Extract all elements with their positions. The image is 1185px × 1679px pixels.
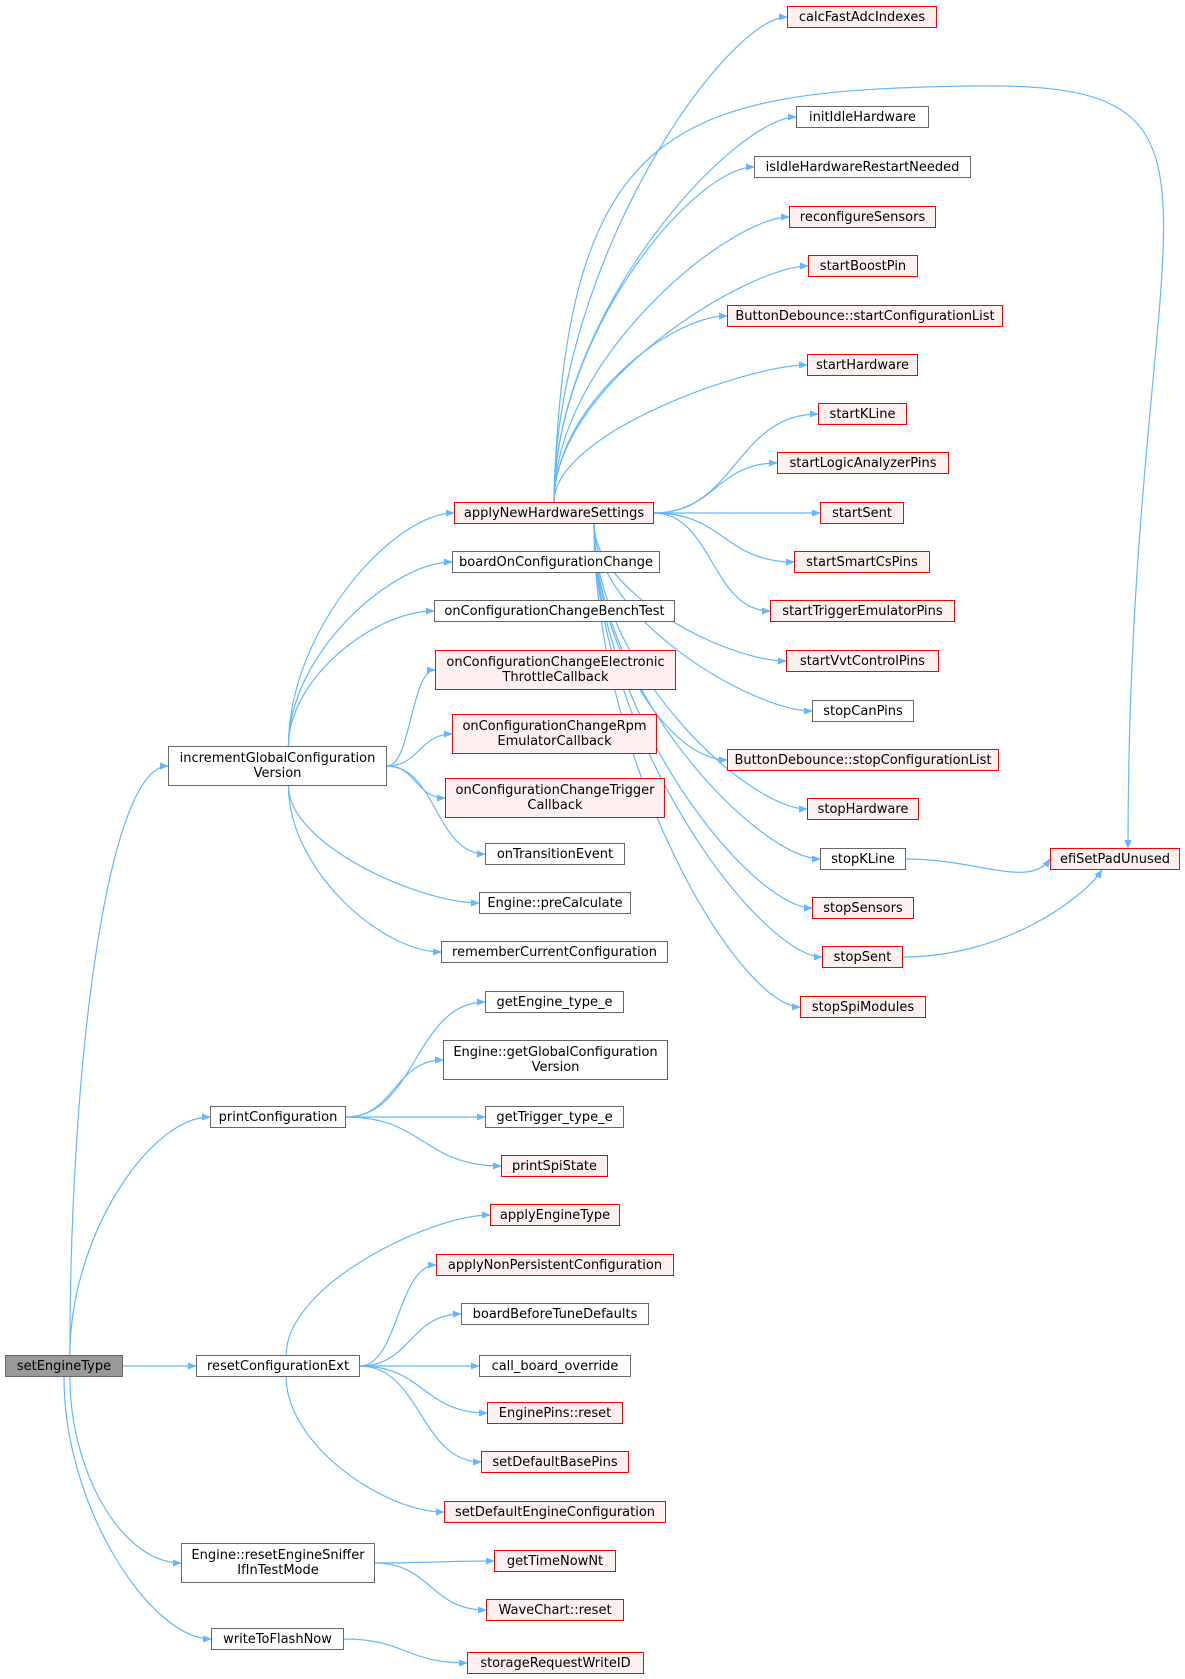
- node-efiSetPadUnused[interactable]: efiSetPadUnused: [1050, 848, 1180, 870]
- edge-applyNewHardwareSettings-to-calcFastAdcIndexes: [553, 13, 788, 503]
- edge-printConfiguration-to-getGlobalConfigurationVersion: [345, 1056, 444, 1118]
- edge-applyNewHardwareSettings-to-startLogicAnalyzerPins: [653, 459, 778, 514]
- node-startVvtControlPins[interactable]: startVvtControlPins: [786, 650, 939, 672]
- node-stopHardware[interactable]: stopHardware: [807, 798, 919, 820]
- node-boardOnConfigurationChange[interactable]: boardOnConfigurationChange: [452, 551, 660, 573]
- node-enginePinsReset[interactable]: EnginePins::reset: [487, 1402, 623, 1424]
- node-rememberCurrentConfiguration[interactable]: rememberCurrentConfiguration: [441, 941, 668, 963]
- edge-incrementGlobalConfigurationVersion-to-onConfigurationChangeBenchTest: [287, 607, 435, 747]
- node-printSpiState[interactable]: printSpiState: [501, 1155, 608, 1177]
- edge-setEngineType-to-incrementGlobalConfigurationVersion: [69, 762, 169, 1356]
- edge-resetConfigurationExt-to-applyEngineType: [285, 1211, 491, 1356]
- node-onConfigurationChangeBenchTest[interactable]: onConfigurationChangeBenchTest: [434, 600, 675, 622]
- node-stopKLine[interactable]: stopKLine: [820, 848, 906, 870]
- edge-applyNewHardwareSettings-to-startTriggerEmulatorPins: [653, 512, 771, 615]
- edge-applyNewHardwareSettings-to-stopSpiModules: [593, 523, 801, 1011]
- edge-writeToFlashNow-to-storageRequestWriteID: [343, 1638, 468, 1667]
- edge-incrementGlobalConfigurationVersion-to-onTransitionEvent: [386, 765, 486, 858]
- edge-resetConfigurationExt-to-setDefaultBasePins: [359, 1365, 482, 1466]
- edge-applyNewHardwareSettings-to-stopKLine: [593, 523, 821, 863]
- node-startHardware[interactable]: startHardware: [807, 354, 918, 376]
- node-getTimeNowNt[interactable]: getTimeNowNt: [494, 1550, 616, 1572]
- edge-resetConfigurationExt-to-setDefaultEngineConfiguration: [285, 1376, 445, 1516]
- node-startBoostPin[interactable]: startBoostPin: [808, 255, 918, 277]
- node-storageRequestWriteID[interactable]: storageRequestWriteID: [467, 1652, 644, 1674]
- edge-setEngineType-to-printConfiguration: [69, 1113, 211, 1356]
- node-isIdleHardwareRestartNeeded[interactable]: isIdleHardwareRestartNeeded: [754, 156, 971, 178]
- edge-resetConfigurationExt-to-enginePinsReset: [359, 1365, 488, 1417]
- edge-setEngineType-to-writeToFlashNow: [63, 1376, 212, 1643]
- edge-incrementGlobalConfigurationVersion-to-preCalculate: [287, 785, 480, 907]
- node-preCalculate[interactable]: Engine::preCalculate: [479, 892, 631, 914]
- edge-incrementGlobalConfigurationVersion-to-onConfigurationChangeElectronicThrottleCallback: [386, 666, 436, 767]
- edge-resetEngineSnifferIfInTestMode-to-waveChartReset: [374, 1562, 487, 1614]
- node-call_board_override[interactable]: call_board_override: [479, 1355, 631, 1377]
- node-incrementGlobalConfigurationVersion[interactable]: incrementGlobalConfiguration Version: [168, 746, 387, 786]
- node-resetEngineSnifferIfInTestMode[interactable]: Engine::resetEngineSniffer IfInTestMode: [181, 1543, 375, 1583]
- node-writeToFlashNow[interactable]: writeToFlashNow: [211, 1628, 344, 1650]
- node-onConfigurationChangeTriggerCallback[interactable]: onConfigurationChangeTrigger Callback: [445, 778, 665, 818]
- edge-applyNewHardwareSettings-to-startSmartCsPins: [653, 512, 795, 566]
- edge-applyNewHardwareSettings-to-startBoostPin: [553, 262, 809, 503]
- edge-applyNewHardwareSettings-to-reconfigureSensors: [553, 213, 790, 503]
- edge-stopSent-to-efiSetPadUnused: [902, 869, 1103, 958]
- edge-applyNewHardwareSettings-to-startConfigurationList: [553, 312, 728, 503]
- node-startTriggerEmulatorPins[interactable]: startTriggerEmulatorPins: [770, 600, 955, 622]
- node-applyNonPersistentConfiguration[interactable]: applyNonPersistentConfiguration: [436, 1254, 674, 1276]
- node-onTransitionEvent[interactable]: onTransitionEvent: [485, 843, 625, 865]
- node-applyNewHardwareSettings[interactable]: applyNewHardwareSettings: [454, 502, 654, 524]
- edge-stopKLine-to-efiSetPadUnused: [905, 858, 1051, 873]
- node-onConfigurationChangeElectronicThrottleCallback[interactable]: onConfigurationChangeElectronic Throttle…: [435, 650, 676, 690]
- node-waveChartReset[interactable]: WaveChart::reset: [486, 1599, 624, 1621]
- edge-incrementGlobalConfigurationVersion-to-rememberCurrentConfiguration: [287, 785, 442, 956]
- node-stopSensors[interactable]: stopSensors: [812, 897, 914, 919]
- edge-incrementGlobalConfigurationVersion-to-boardOnConfigurationChange: [287, 558, 453, 747]
- node-getEngine_type_e[interactable]: getEngine_type_e: [485, 991, 624, 1013]
- node-setDefaultEngineConfiguration[interactable]: setDefaultEngineConfiguration: [444, 1501, 666, 1523]
- node-stopSent[interactable]: stopSent: [822, 946, 903, 968]
- node-resetConfigurationExt[interactable]: resetConfigurationExt: [196, 1355, 360, 1377]
- node-printConfiguration[interactable]: printConfiguration: [210, 1106, 346, 1128]
- edge-applyNewHardwareSettings-to-stopHardware: [593, 523, 808, 813]
- node-stopCanPins[interactable]: stopCanPins: [812, 700, 914, 722]
- node-stopSpiModules[interactable]: stopSpiModules: [800, 996, 926, 1018]
- edge-resetEngineSnifferIfInTestMode-to-getTimeNowNt: [374, 1557, 495, 1565]
- node-stopConfigurationList[interactable]: ButtonDebounce::stopConfigurationList: [727, 749, 999, 771]
- node-boardBeforeTuneDefaults[interactable]: boardBeforeTuneDefaults: [461, 1303, 649, 1325]
- edge-incrementGlobalConfigurationVersion-to-applyNewHardwareSettings: [287, 509, 455, 747]
- node-applyEngineType[interactable]: applyEngineType: [490, 1204, 620, 1226]
- node-onConfigurationChangeRpmEmulatorCallback[interactable]: onConfigurationChangeRpm EmulatorCallbac…: [452, 714, 657, 754]
- node-setDefaultBasePins[interactable]: setDefaultBasePins: [481, 1451, 629, 1473]
- node-startLogicAnalyzerPins[interactable]: startLogicAnalyzerPins: [777, 452, 949, 474]
- node-startSent[interactable]: startSent: [820, 502, 904, 524]
- edge-resetConfigurationExt-to-boardBeforeTuneDefaults: [359, 1310, 462, 1367]
- edge-setEngineType-to-resetEngineSnifferIfInTestMode: [69, 1376, 182, 1567]
- node-getTrigger_type_e[interactable]: getTrigger_type_e: [485, 1106, 624, 1128]
- node-reconfigureSensors[interactable]: reconfigureSensors: [789, 206, 936, 228]
- node-setEngineType: setEngineType: [5, 1355, 123, 1377]
- edge-applyNewHardwareSettings-to-efiSetPadUnused: [553, 85, 1165, 849]
- node-initIdleHardware[interactable]: initIdleHardware: [796, 106, 929, 128]
- node-startKLine[interactable]: startKLine: [818, 403, 907, 425]
- edge-applyNewHardwareSettings-to-startHardware: [553, 361, 808, 503]
- node-startSmartCsPins[interactable]: startSmartCsPins: [794, 551, 930, 573]
- edge-resetConfigurationExt-to-applyNonPersistentConfiguration: [359, 1261, 437, 1367]
- edge-printConfiguration-to-printSpiState: [345, 1116, 502, 1170]
- node-getGlobalConfigurationVersion[interactable]: Engine::getGlobalConfiguration Version: [443, 1040, 668, 1080]
- edge-applyNewHardwareSettings-to-isIdleHardwareRestartNeeded: [553, 163, 755, 503]
- edge-incrementGlobalConfigurationVersion-to-onConfigurationChangeRpmEmulatorCallback: [386, 730, 453, 767]
- node-startConfigurationList[interactable]: ButtonDebounce::startConfigurationList: [727, 305, 1003, 327]
- node-calcFastAdcIndexes[interactable]: calcFastAdcIndexes: [787, 6, 937, 28]
